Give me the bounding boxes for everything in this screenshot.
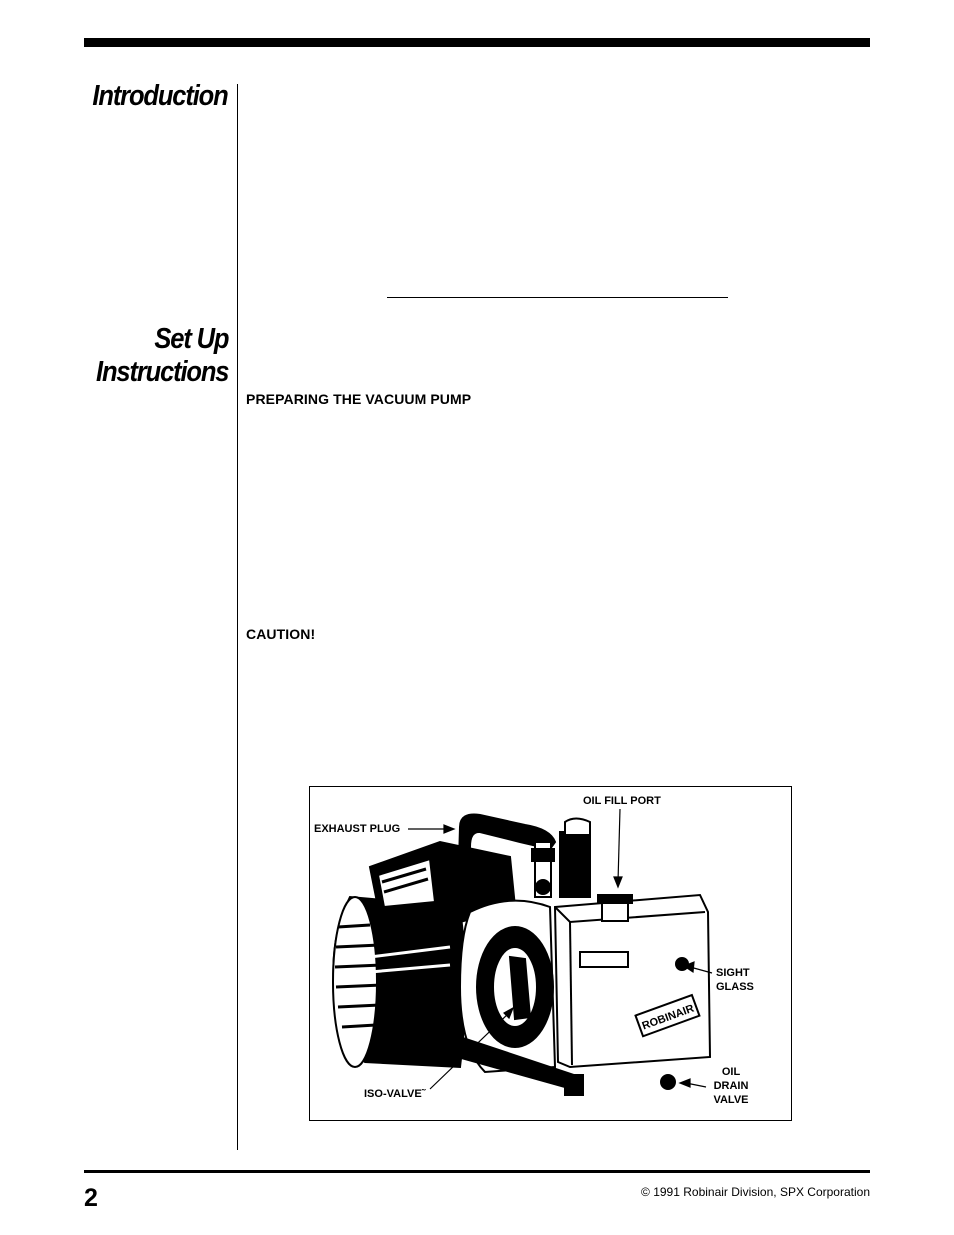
heading-setup-line2: Instructions [95,356,229,388]
subheading-preparing-pump: PREPARING THE VACUUM PUMP [246,391,472,407]
callout-sight-line2: GLASS [716,981,754,993]
section-rule [387,297,728,298]
callout-drain-line1: OIL [721,1066,741,1078]
callout-drain-line3: VALVE [713,1094,749,1106]
callout-leaders [408,808,713,1090]
page-number: 2 [84,1184,98,1212]
carry-handle [456,813,591,898]
heading-setup-instructions: Set Up Instructions [95,323,229,389]
callout-oil-drain-valve: OIL DRAIN VALVE [708,1065,754,1107]
callout-exhaust-plug: EXHAUST PLUG [314,823,401,835]
subheading-caution: CAUTION! [246,626,316,642]
top-rule [84,38,870,47]
callout-oil-fill-port: OIL FILL PORT [583,795,661,807]
motor-housing [332,840,517,1069]
iso-valve-assembly [458,841,557,1074]
callout-sight-glass: SIGHT GLASS [716,966,754,994]
heading-setup-line1: Set Up [154,323,229,355]
vacuum-pump-illustration: ROBINAIR [332,808,713,1096]
pump-body: ROBINAIR [553,893,712,1090]
heading-introduction: Introduction [92,80,229,112]
callout-drain-line2: DRAIN [713,1080,749,1092]
column-divider [237,84,238,1150]
callout-sight-line1: SIGHT [716,967,750,979]
callout-iso-valve: ISO-VALVE˜ [364,1088,426,1100]
vacuum-pump-figure: ROBINAIR OIL FILL PORT EXHAUST PLUG [309,786,792,1121]
copyright-notice: © 1991 Robinair Division, SPX Corporatio… [641,1185,870,1199]
bottom-rule [84,1170,870,1173]
